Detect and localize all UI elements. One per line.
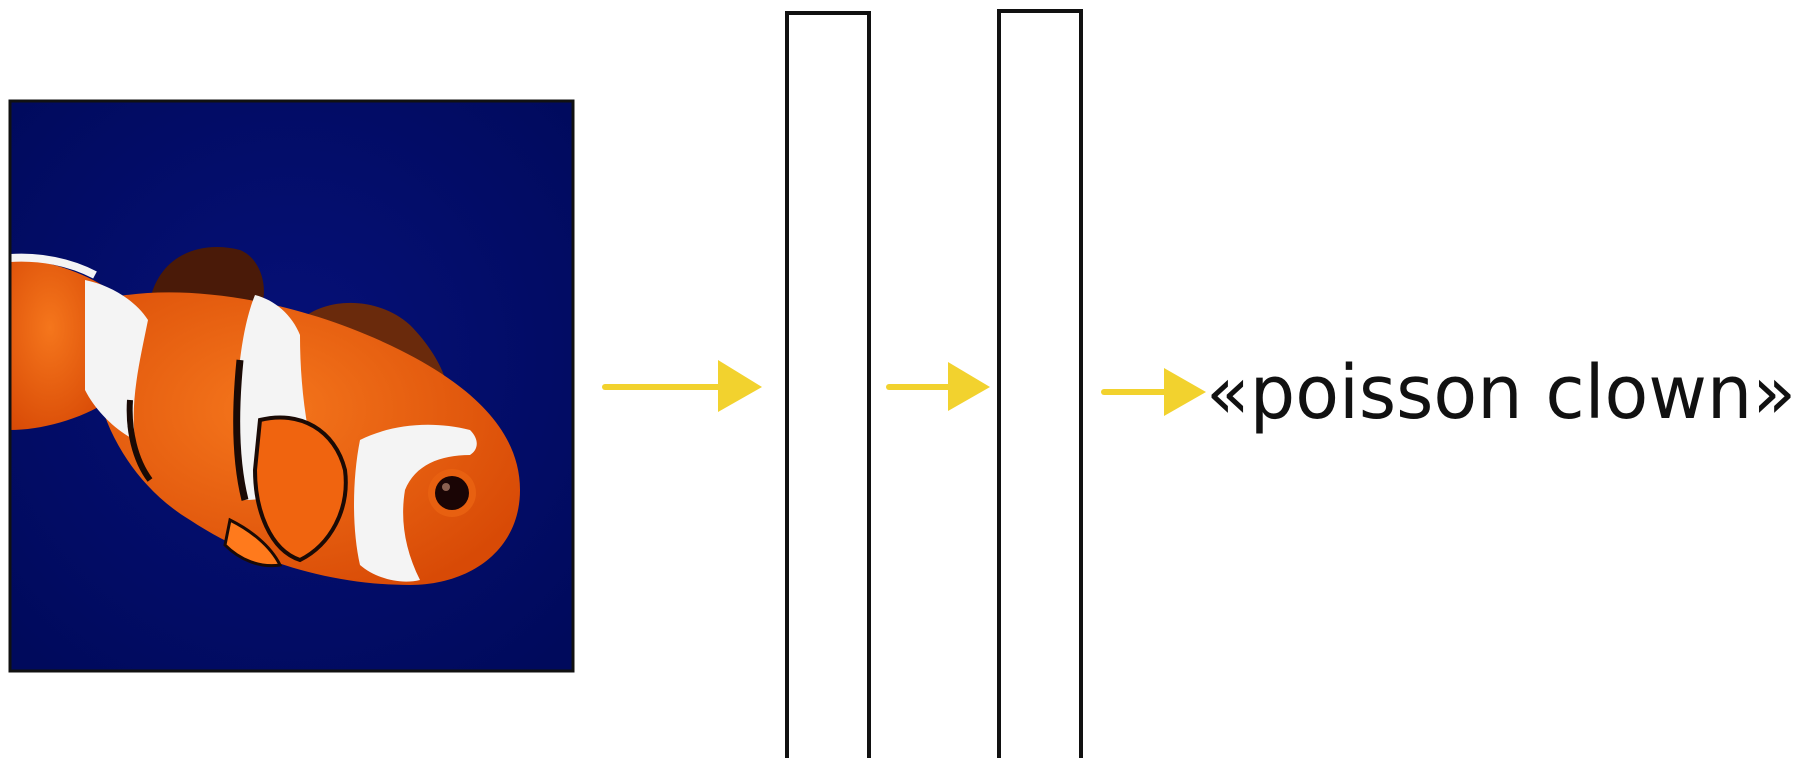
fish-pectoral-fin <box>252 415 348 563</box>
input-image-frame <box>8 99 575 673</box>
input-image <box>8 99 575 673</box>
arrow-head-icon <box>948 362 990 411</box>
fish-eye-highlight <box>442 483 450 491</box>
arrow-input-to-layer-1 <box>602 360 762 412</box>
fish-white-band-3 <box>354 424 477 582</box>
fish-pelvic-fin <box>223 517 283 568</box>
network-layer-1 <box>785 11 871 758</box>
output-label: «poisson clown» <box>1206 350 1796 436</box>
arrow-head-icon <box>718 360 762 412</box>
arrow-head-icon <box>1164 368 1206 416</box>
fish-tail-edge <box>10 253 97 279</box>
fish-band-outline <box>233 359 249 501</box>
fish-eye <box>435 476 469 510</box>
fish-white-band-1 <box>85 280 148 440</box>
clownfish-icon <box>10 247 520 585</box>
fish-band-outline-2 <box>126 399 153 482</box>
fish-dorsal-fin <box>150 247 264 305</box>
network-layer-2 <box>997 9 1083 758</box>
arrow-layer-2-to-output <box>1101 368 1206 416</box>
arrow-layer-1-to-layer-2 <box>886 362 990 411</box>
